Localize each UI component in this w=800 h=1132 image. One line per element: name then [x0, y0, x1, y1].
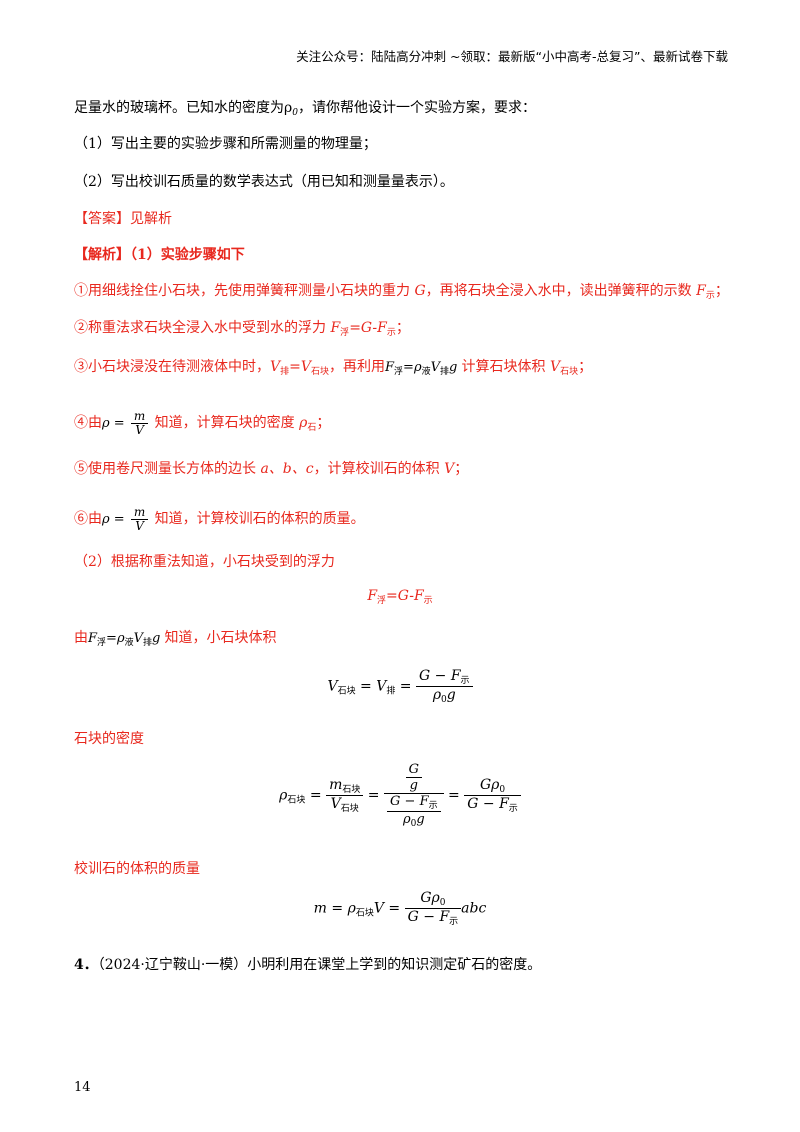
part2-heading: （2）根据称重法知道，小石块受到的浮力 [74, 554, 335, 570]
step3-sub3: 石块 [560, 367, 579, 377]
intro-sub: 0 [292, 108, 298, 118]
step-1: ①用细线拴住小石块，先使用弹簧秤测量小石块的重力 G，再将石块全浸入水中，读出弹… [74, 281, 729, 306]
question-number: 4． [74, 957, 98, 973]
page-header: 关注公众号：陆陆高分冲刺 ~领取：最新版“小中高考-总复习”、最新试卷下载 [296, 49, 728, 64]
step4-text-b: 知道，计算石块的密度 [154, 415, 300, 431]
step3-eq: =V [289, 359, 311, 375]
step1-sub: 示 [705, 291, 715, 301]
step2-sub1: 浮 [340, 328, 350, 338]
step2-F: F [330, 320, 341, 336]
step5-text-b: ，计算校训石的体积 [313, 461, 445, 477]
step3-sub2: 石块 [310, 367, 329, 377]
question-text: 小明利用在课堂上学到的知识测定矿石的密度。 [247, 957, 542, 973]
step2-sub2: 示 [386, 328, 396, 338]
step5-V: V [444, 461, 455, 477]
step1-end: ； [714, 283, 729, 299]
step3-buoyancy-formula: F浮=ρ液V排g [385, 360, 458, 377]
step2-end: ； [395, 320, 410, 336]
step1-text-b: ，再将石块全浸入水中，读出弹簧秤的示数 [425, 283, 697, 299]
answer-label: 【答案】 [74, 211, 130, 227]
step1-G: G [414, 283, 426, 299]
intro-text: 足量水的玻璃杯。已知水的密度为ρ [74, 100, 293, 116]
analysis-label: 【解析】 [74, 247, 130, 263]
step4-rho: ρ [299, 415, 308, 431]
requirement-1: （1）写出主要的实验步骤和所需测量的物理量； [74, 136, 377, 152]
step2-text: ②称重法求石块全浸入水中受到水的浮力 [74, 320, 331, 336]
mass-label: 校训石的体积的质量 [74, 861, 200, 877]
eq1-rest: =G-F [386, 588, 424, 604]
step3-text-a: ③小石块浸没在待测液体中时， [74, 359, 270, 375]
step5-text-a: ⑤使用卷尺测量长方体的边长 [74, 461, 261, 477]
answer-text: 见解析 [130, 211, 172, 227]
step-2: ②称重法求石块全浸入水中受到水的浮力 F浮=G-F示； [74, 318, 410, 343]
step-3: ③小石块浸没在待测液体中时，V排=V石块，再利用F浮=ρ液V排g 计算石块体积 … [74, 357, 592, 382]
eq1-F: F [367, 588, 378, 604]
question-intro: 足量水的玻璃杯。已知水的密度为ρ0，请你帮他设计一个实验方案，要求： [74, 98, 536, 123]
page-number: 14 [74, 1080, 91, 1095]
step3-end: ； [578, 359, 593, 375]
density-label: 石块的密度 [74, 731, 144, 747]
equation-buoyancy: F浮=G-F示 [0, 588, 800, 606]
step4-end: ； [316, 415, 331, 431]
step3-text-b: ，再利用 [329, 359, 385, 375]
step6-text-a: ⑥由 [74, 511, 102, 527]
eq1-sub: 浮 [377, 596, 387, 606]
step1-F: F [696, 283, 706, 299]
step5-end: ； [454, 461, 469, 477]
eq1-sub2: 示 [423, 596, 433, 606]
by-line: 由F浮=ρ液V排g 知道，小石块体积 [74, 628, 277, 653]
step1-text-a: ①用细线拴住小石块，先使用弹簧秤测量小石块的重力 [74, 283, 415, 299]
analysis-heading: 【解析】（1）实验步骤如下 [74, 245, 245, 265]
next-question: 4．（2024·辽宁鞍山·一模）小明利用在课堂上学到的知识测定矿石的密度。 [74, 955, 541, 975]
step3-V: V [549, 359, 561, 375]
by-buoyancy-formula: F浮=ρ液V排g [88, 631, 161, 648]
step-5: ⑤使用卷尺测量长方体的边长 a、b、c，计算校训石的体积 V； [74, 459, 468, 479]
question-source: （2024·辽宁鞍山·一模） [97, 957, 248, 973]
part1-heading: （1）实验步骤如下 [130, 247, 245, 263]
step6-text-b: 知道，计算校训石的体积的质量。 [154, 511, 365, 527]
step3-text-c: 计算石块体积 [461, 359, 550, 375]
by-text-b: 知道，小石块体积 [164, 630, 277, 646]
by-text-a: 由 [74, 630, 88, 646]
intro-end: ，请你帮他设计一个实验方案，要求： [297, 100, 536, 116]
step4-sub: 石 [307, 423, 317, 433]
answer-line: 【答案】见解析 [74, 209, 172, 229]
step3-V1: V [270, 359, 281, 375]
step3-sub1: 排 [280, 367, 290, 377]
step5-abc: a、b、c [260, 461, 314, 477]
requirement-2: （2）写出校训石质量的数学表达式（用已知和测量量表示）。 [74, 174, 454, 190]
step4-text-a: ④由 [74, 415, 102, 431]
step2-eq: =G-F [349, 320, 387, 336]
